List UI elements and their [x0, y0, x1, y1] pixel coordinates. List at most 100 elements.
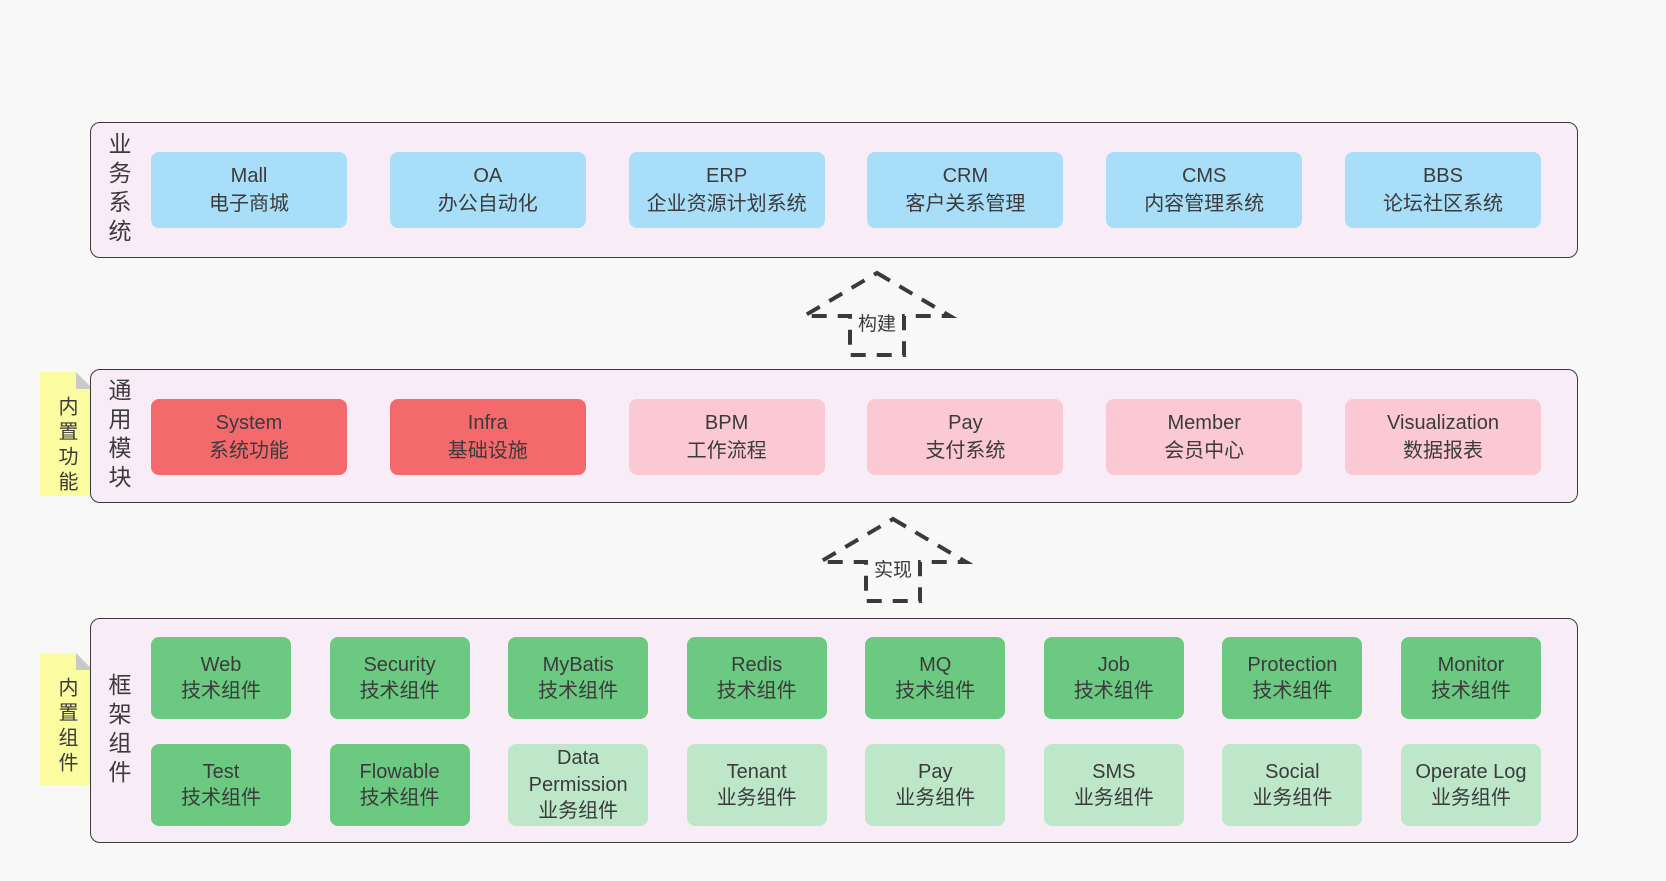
box-monitor: Monitor 技术组件	[1400, 637, 1541, 719]
box-subtitle: 会员中心	[1164, 440, 1245, 462]
arrow-build: 构建	[797, 270, 957, 358]
box-crm: CRM 客户关系管理	[867, 152, 1064, 228]
box-title: CMS	[1181, 165, 1227, 187]
box-subtitle: 办公自动化	[437, 193, 538, 215]
box-subtitle: 基础设施	[447, 440, 528, 462]
box-subtitle: 业务组件	[716, 787, 797, 809]
box-job: Job 技术组件	[1043, 637, 1184, 719]
box-title: ERP	[706, 165, 748, 187]
box-infra: Infra 基础设施	[389, 399, 586, 475]
box-title: BPM	[704, 412, 749, 434]
box-social: Social 业务组件	[1222, 744, 1363, 826]
box-oa: OA 办公自动化	[389, 152, 586, 228]
box-subtitle: 业务组件	[1252, 787, 1333, 809]
box-title: Pay	[948, 412, 983, 434]
box-security: Security 技术组件	[329, 637, 470, 719]
box-subtitle: 业务组件	[1073, 787, 1154, 809]
box-subtitle: 业务组件	[1430, 787, 1511, 809]
sticky-note-built-in-functions: 内置功能	[40, 372, 93, 496]
box-visualization: Visualization 数据报表	[1344, 399, 1541, 475]
box-bbs: BBS 论坛社区系统	[1344, 152, 1541, 228]
dashed-up-arrow-icon	[813, 516, 973, 603]
box-system: System 系统功能	[151, 399, 347, 475]
layer-side-label: 通用模块	[105, 378, 131, 494]
box-title: Visualization	[1387, 412, 1499, 434]
box-title: Web	[200, 653, 242, 676]
sticky-note-built-in-components: 内置组件	[40, 653, 93, 785]
box-subtitle: 论坛社区系统	[1382, 193, 1503, 215]
arrow-implement: 实现	[813, 516, 973, 604]
box-cms: CMS 内容管理系统	[1106, 152, 1303, 228]
box-title: Security	[363, 653, 436, 676]
box-tenant: Tenant 业务组件	[686, 744, 827, 826]
box-title: Protection	[1247, 653, 1338, 676]
box-title: BBS	[1422, 165, 1463, 187]
box-member: Member 会员中心	[1106, 399, 1303, 475]
box-title: Flowable	[359, 760, 440, 783]
box-subtitle: 内容管理系统	[1144, 193, 1265, 215]
box-title: Redis	[731, 653, 783, 676]
box-subtitle: 企业资源计划系统	[646, 193, 807, 215]
arrow-label: 实现	[868, 552, 918, 585]
sticky-note-label: 内置组件	[55, 677, 77, 777]
box-subtitle: 电子商城	[209, 193, 289, 215]
box-subtitle: 业务组件	[538, 800, 619, 823]
arrow-label: 构建	[852, 306, 902, 339]
box-subtitle: 数据报表	[1402, 440, 1483, 462]
box-redis: Redis 技术组件	[686, 637, 827, 719]
box-erp: ERP 企业资源计划系统	[628, 152, 825, 228]
box-title: MQ	[919, 653, 952, 676]
box-mybatis: MyBatis 技术组件	[508, 637, 649, 719]
layer-side-label: 业务系统	[105, 132, 131, 248]
box-title: Tenant	[726, 760, 787, 783]
box-row: System 系统功能 Infra 基础设施 BPM 工作流程 Pay 支付系统 Member 会…	[151, 399, 1541, 475]
box-title: Member	[1167, 412, 1241, 434]
box-subtitle: 支付系统	[925, 440, 1006, 462]
box-title: Mall	[230, 165, 268, 187]
box-operate-log: Operate Log 业务组件	[1400, 744, 1541, 826]
box-bpm: BPM 工作流程	[628, 399, 825, 475]
box-mq: MQ 技术组件	[865, 637, 1006, 719]
box-subtitle: 技术组件	[1073, 680, 1154, 702]
box-subtitle: 客户关系管理	[905, 193, 1026, 215]
box-title: SMS	[1092, 760, 1136, 783]
box-subtitle: 技术组件	[895, 680, 976, 702]
layer-side-label: 框架组件	[105, 672, 131, 789]
box-subtitle: 工作流程	[686, 440, 767, 462]
box-title: Monitor	[1437, 653, 1505, 676]
box-sms: SMS 业务组件	[1043, 744, 1184, 826]
box-subtitle: 技术组件	[359, 680, 440, 702]
box-data-permission: Data Permission 业务组件	[508, 744, 649, 826]
dashed-up-arrow-icon	[797, 270, 957, 357]
box-subtitle: 业务组件	[895, 787, 976, 809]
box-title: Operate Log	[1415, 760, 1527, 783]
box-subtitle: 技术组件	[181, 787, 261, 809]
box-subtitle: 系统功能	[209, 440, 289, 462]
box-title: System	[215, 412, 283, 434]
box-title: Data Permission	[528, 747, 628, 796]
box-title: MyBatis	[542, 653, 614, 676]
box-subtitle: 技术组件	[1430, 680, 1511, 702]
box-subtitle: 技术组件	[538, 680, 619, 702]
sticky-note-label: 内置功能	[55, 396, 77, 496]
box-mall: Mall 电子商城	[151, 152, 347, 228]
box-title: Infra	[467, 412, 508, 434]
box-title: Pay	[918, 760, 953, 783]
box-test: Test 技术组件	[151, 744, 291, 826]
box-title: OA	[473, 165, 503, 187]
box-title: Test	[202, 760, 240, 783]
box-subtitle: 技术组件	[181, 680, 261, 702]
box-title: Job	[1097, 653, 1130, 676]
layer-panel-business-systems: 业务系统 Mall 电子商城 OA 办公自动化 ERP 企业资源计划系统 CRM 客户关系管理…	[90, 122, 1578, 258]
box-title: Social	[1265, 760, 1320, 783]
box-title: CRM	[942, 165, 989, 187]
layer-panel-common-modules: 通用模块 System 系统功能 Infra 基础设施 BPM 工作流程 Pay 支付系统 Me…	[90, 369, 1578, 503]
box-subtitle: 技术组件	[716, 680, 797, 702]
box-pay: Pay 业务组件	[865, 744, 1006, 826]
box-web: Web 技术组件	[151, 637, 291, 719]
